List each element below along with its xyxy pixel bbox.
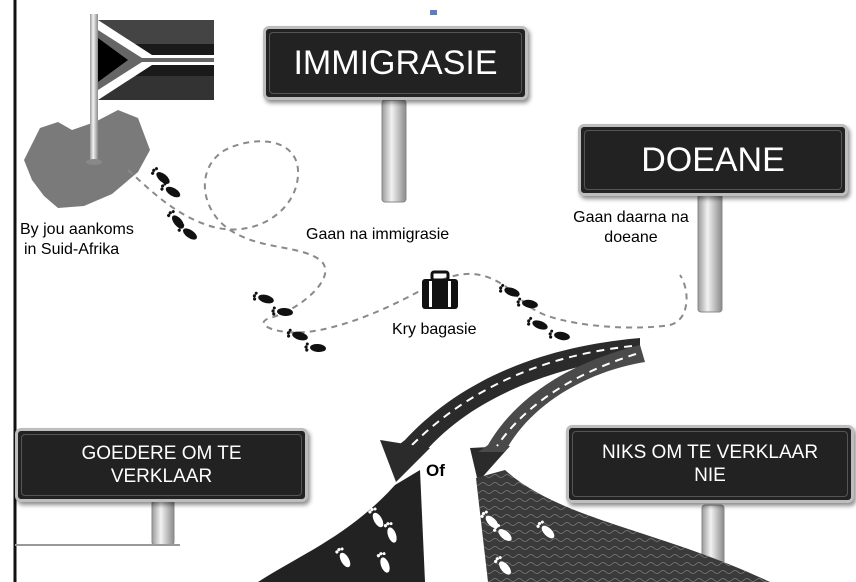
nothing-to-declare-line2: NIE: [694, 465, 726, 486]
then-customs-line1: Gaan daarna na: [573, 209, 689, 226]
flag-pole: [90, 14, 98, 162]
road-right: [478, 345, 645, 452]
immigration-sign-text: IMMIGRASIE: [293, 43, 498, 82]
then-customs-label: Gaan daarna na doeane: [558, 208, 704, 248]
arrival-label-line1: By jou aankoms: [20, 221, 134, 238]
marker-icon: [430, 10, 437, 15]
south-africa-map-icon: [24, 110, 150, 208]
customs-sign-text: DOEANE: [641, 140, 785, 179]
south-africa-flag-icon: [98, 20, 214, 100]
or-label: Of: [426, 461, 445, 480]
nothing-to-declare-line1: NIKS OM TE VERKLAAR: [601, 442, 819, 463]
sign-posts: [151, 99, 725, 582]
arrow-down-icon: [380, 440, 510, 482]
suitcase-icon: [422, 270, 458, 309]
arrival-label: By jou aankoms in Suid-Afrika: [20, 220, 134, 260]
nothing-to-declare-sign: NIKS OM TE VERKLAAR NIE: [566, 425, 854, 503]
arrival-label-line2: in Suid-Afrika: [24, 241, 120, 258]
footprints-icon: [149, 165, 571, 354]
dashed-route-path: [127, 140, 688, 334]
go-immigration-label: Gaan na immigrasie: [306, 226, 450, 243]
goods-to-declare-line1: GOEDERE OM TE: [81, 443, 242, 464]
customs-sign: DOEANE: [578, 124, 848, 196]
baggage-label: Kry bagasie: [392, 321, 477, 338]
goods-to-declare-line2: VERKLAAR: [110, 466, 213, 487]
immigration-sign: IMMIGRASIE: [263, 26, 528, 100]
goods-to-declare-sign: GOEDERE OM TE VERKLAAR: [15, 428, 308, 502]
then-customs-line2: doeane: [604, 229, 658, 246]
